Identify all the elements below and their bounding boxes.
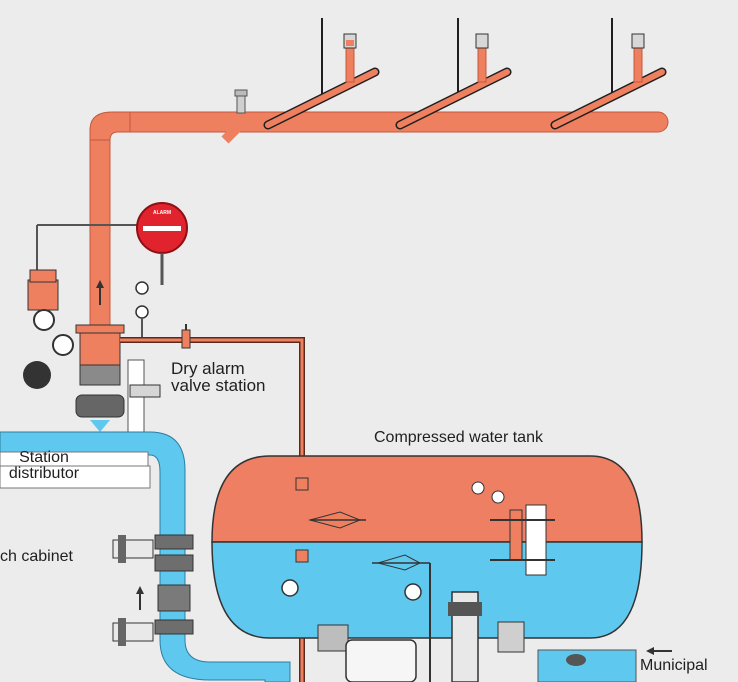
tank-fittings [281,477,555,682]
sprinkler-branch-1 [263,18,380,130]
cabinet-label: ch cabinet [0,548,73,565]
sprinkler-head-icon [343,33,357,49]
valve-station-label-line2: valve station [171,376,266,395]
arrow-left-icon [646,647,672,655]
municipal-water-supply [537,649,637,682]
alarm-bell-icon: ALARM [36,202,188,285]
svg-text:ALARM: ALARM [153,210,171,216]
water-supply-pipe [0,431,291,682]
station-label-line1: Station [19,449,69,466]
pump-icon [317,591,525,682]
vent-valve-icon [234,89,248,114]
station-label-line2: distributor [8,465,80,482]
dry-main-pipe [89,111,669,341]
dry-alarm-valve-station [23,269,161,451]
pressure-gauge-icon [135,281,149,340]
municipal-label: Municipal [640,657,708,674]
arrow-up-icon [96,280,104,305]
compressed-water-tank [211,455,643,639]
tank-label: Compressed water tank [374,429,543,446]
cabinet-valve-icon [112,535,154,646]
station-distributor [0,451,151,489]
valve-station-label-line1: Dry alarm [171,359,245,378]
sprinkler-branch-3 [550,18,667,130]
sprinkler-branch-2 [395,18,512,130]
valve-station-label: Dry alarm valve station [171,360,266,394]
station-distributor-label: Station distributor [0,450,88,482]
